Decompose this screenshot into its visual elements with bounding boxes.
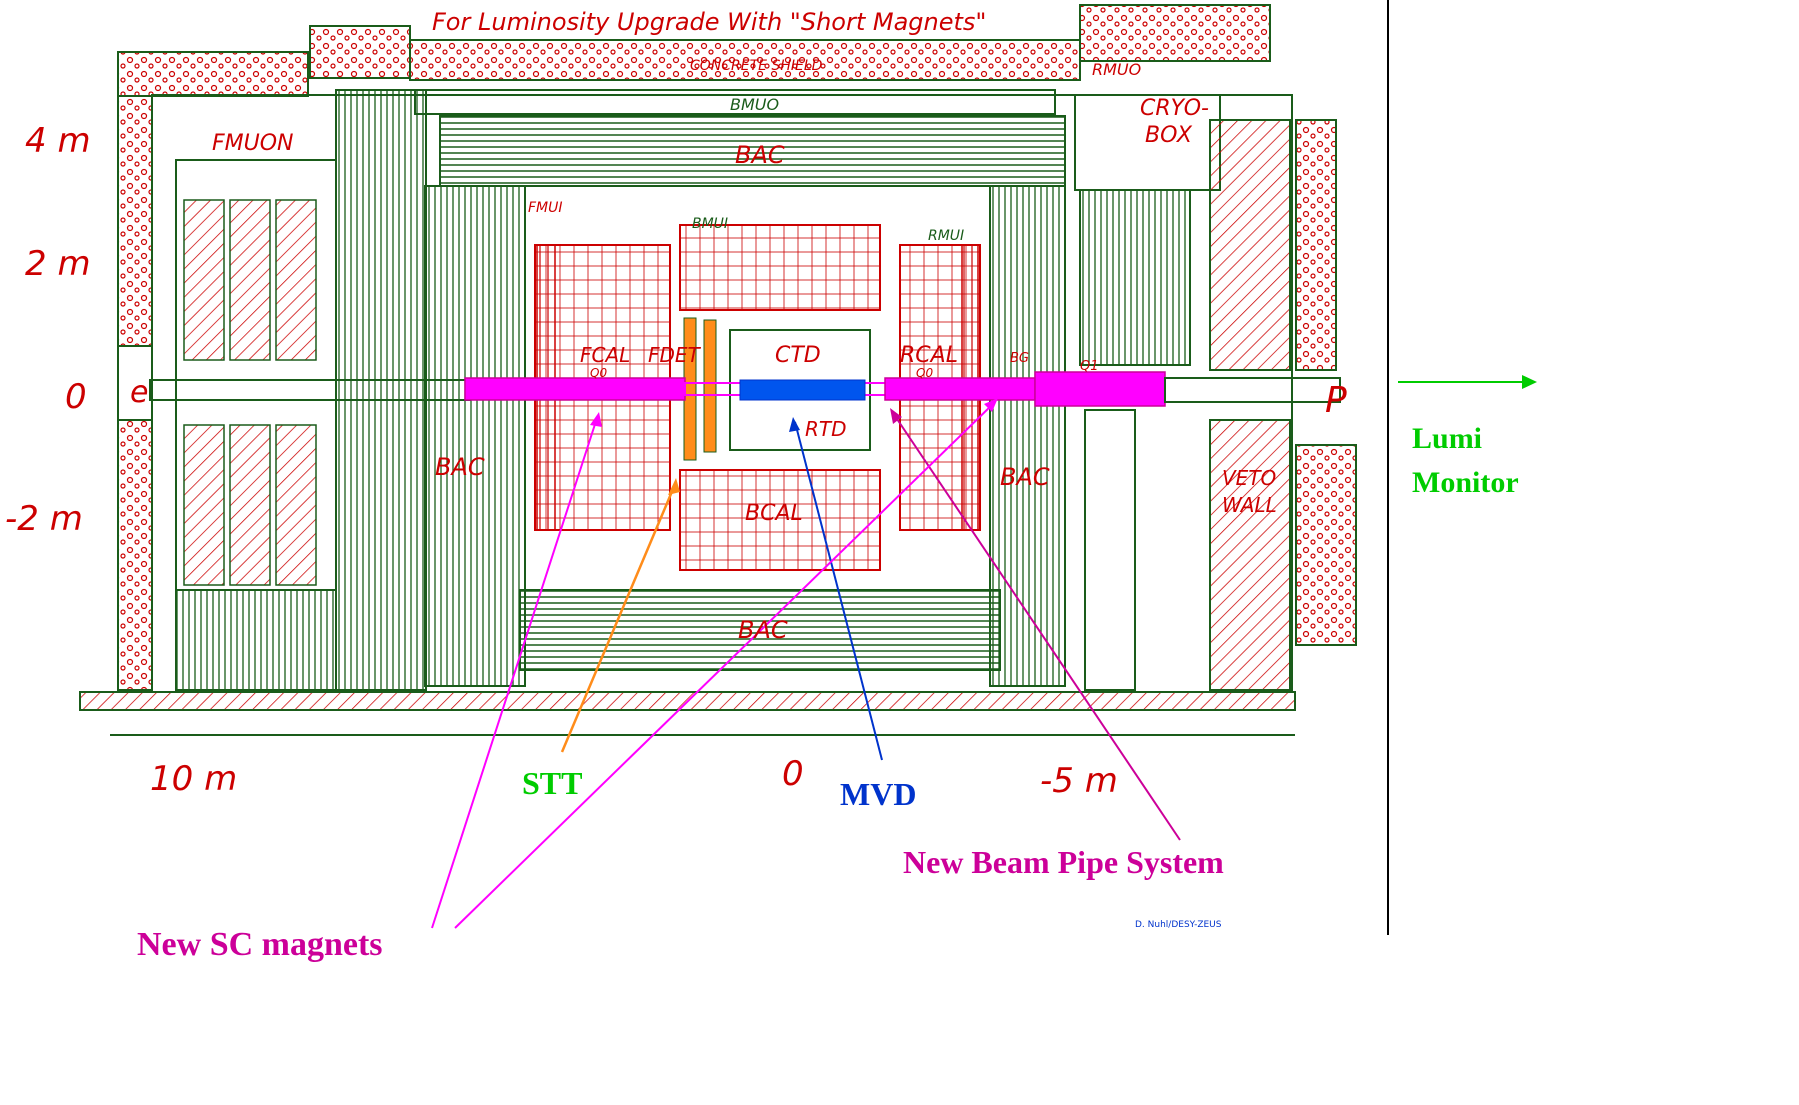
bac-left-label: BAC [435, 453, 485, 481]
concrete-shield-label: CONCRETE SHIELD [690, 58, 823, 74]
rmuo-label: RMUO [1092, 60, 1141, 79]
q0-left-label: Q0 [590, 366, 607, 380]
fmuon-hatch-3 [275, 199, 317, 361]
fmuon-hatch-6 [275, 424, 317, 586]
shield-left-column-bottom [117, 419, 153, 691]
bac-top-label: BAC [735, 141, 785, 169]
stt-pointer [560, 481, 678, 753]
bmuo [414, 89, 1056, 115]
shield-block-top [309, 25, 411, 79]
fmuon-hatch-1 [183, 199, 225, 361]
y-tick-minus2m: -2 m [5, 499, 83, 539]
bcal-bottom [679, 469, 881, 571]
mvd-arrowhead [789, 417, 800, 432]
cryo-support [1079, 189, 1191, 366]
y-tick-0: 0 [65, 377, 87, 417]
beampipe-arrowhead [890, 408, 902, 424]
bmui-label: BMUI [692, 216, 728, 232]
x-tick-0: 0 [782, 754, 804, 794]
fdet-label: FDET [648, 343, 702, 367]
sc-arrowhead-2 [984, 398, 998, 412]
concrete-shield [409, 39, 1081, 81]
lumi-arrowhead [1522, 375, 1537, 389]
mvd-pointer [794, 421, 883, 761]
q0-right-label: Q0 [916, 366, 933, 380]
beampipe-right [1164, 377, 1341, 403]
electron-label: e [130, 375, 148, 410]
stt-module-2 [703, 319, 717, 453]
veto-wall-top [1209, 119, 1291, 371]
rcal-label: RCAL [900, 343, 958, 368]
bac-bottom-label: BAC [738, 616, 788, 644]
bac-top [439, 115, 1066, 187]
shield-block-right [1079, 4, 1271, 62]
sc-magnet-q0-left [464, 377, 686, 401]
bcal-top [679, 224, 881, 311]
shield-left-column-top [117, 95, 153, 347]
stt-callout: STT [522, 765, 582, 801]
credit-label: D. Nuhl/DESY-ZEUS [1135, 920, 1222, 930]
veto-label-1: VETO [1222, 466, 1276, 490]
sc-magnets-callout: New SC magnets [137, 926, 383, 963]
sc-arrowhead-1 [590, 412, 602, 427]
bac-right [989, 185, 1066, 687]
fmuon-hatch-4 [183, 424, 225, 586]
veto-label-2: WALL [1222, 493, 1277, 517]
fcal-label: FCAL [580, 343, 630, 367]
bmuo-label: BMUO [730, 95, 779, 114]
beampipe-callout: New Beam Pipe System [903, 844, 1224, 880]
fmuon-hatch-5 [229, 424, 271, 586]
bac-right-label: BAC [1000, 463, 1050, 491]
sc-pointer-1 [431, 417, 598, 929]
shield-right-column-top [1295, 119, 1337, 371]
shield-block-left [117, 51, 309, 97]
sc-pointer-2 [454, 401, 996, 929]
fmuon-label: FMUON [212, 131, 294, 156]
cryo-truss [1084, 409, 1136, 691]
outer-structure [151, 94, 1293, 693]
ctd [729, 329, 871, 451]
fmuon-hatch-2 [229, 199, 271, 361]
fmui-label: FMUI [528, 200, 563, 216]
ctd-label: CTD [775, 343, 821, 368]
rtd-label: RTD [805, 417, 847, 441]
x-tick-minus5m: -5 m [1040, 761, 1118, 801]
fmuon-base [175, 589, 337, 691]
y-tick-2m: 2 m [25, 244, 91, 284]
veto-wall-bottom [1209, 419, 1291, 691]
mvd-callout: MVD [840, 776, 916, 812]
lumi-callout-1: Lumi [1412, 422, 1482, 455]
mvd [739, 379, 866, 401]
bac-left [424, 185, 526, 687]
bcal-label: BCAL [745, 501, 803, 526]
zeus-detector-diagram: For Luminosity Upgrade With "Short Magne… [5, 0, 1537, 963]
cryo-label-2: BOX [1145, 123, 1193, 148]
lumi-callout-2: Monitor [1412, 466, 1519, 499]
x-tick-10m: 10 m [150, 759, 237, 799]
left-columns [335, 89, 427, 691]
bg-label: BG [1010, 351, 1029, 366]
beampipe-pointer [892, 412, 1181, 841]
proton-label: P [1325, 380, 1347, 421]
sc-magnet-q0-right [884, 377, 1036, 401]
y-tick-4m: 4 m [25, 121, 91, 161]
stt-arrowhead [668, 478, 680, 495]
q1-label: Q1 [1080, 359, 1099, 374]
sc-magnet-q1 [1034, 371, 1166, 407]
rmui-label: RMUI [928, 228, 964, 244]
diagram-title: For Luminosity Upgrade With "Short Magne… [432, 8, 986, 36]
cryo-label-1: CRYO- [1140, 96, 1209, 121]
shield-right-column-bottom [1295, 444, 1357, 646]
